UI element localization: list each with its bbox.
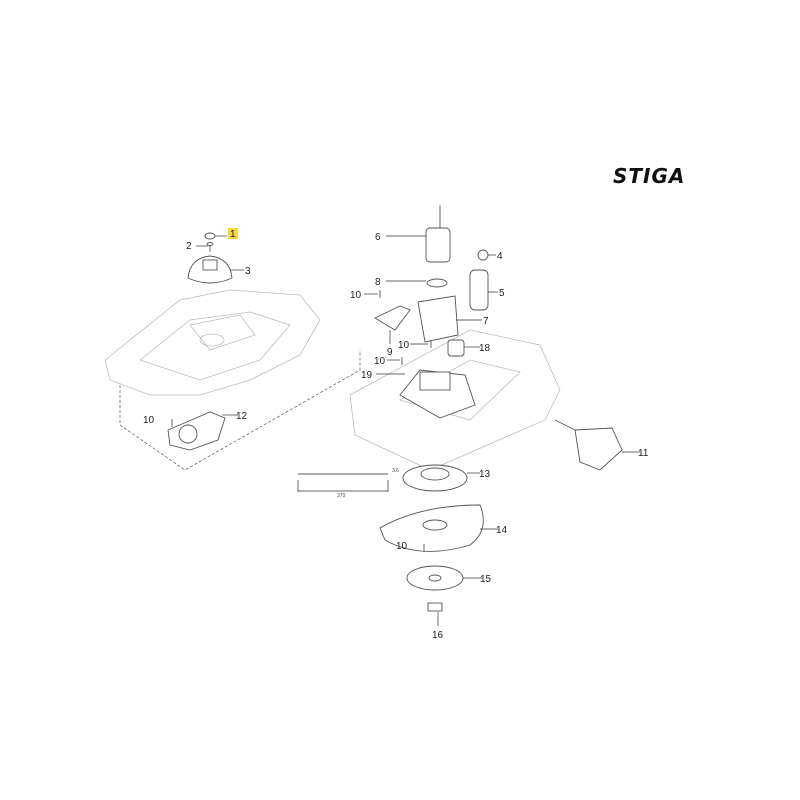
callout-5[interactable]: 5: [499, 288, 505, 299]
callout-11[interactable]: 11: [638, 448, 649, 459]
part-14[interactable]: [379, 504, 484, 552]
callout-3[interactable]: 3: [245, 266, 251, 277]
part-11[interactable]: [554, 419, 623, 471]
callout-9[interactable]: 9: [387, 347, 393, 358]
part-7[interactable]: [417, 295, 459, 343]
part-8[interactable]: [426, 278, 448, 288]
callout-10[interactable]: 10: [396, 541, 408, 552]
part-19[interactable]: [399, 369, 476, 419]
callout-19[interactable]: 19: [361, 370, 373, 381]
part-9[interactable]: [374, 305, 411, 331]
part-13[interactable]: [402, 464, 468, 492]
part-12[interactable]: [167, 411, 226, 451]
highlight-box: [228, 228, 238, 239]
callout-1[interactable]: 1: [230, 229, 236, 240]
screws-10: [171, 290, 432, 552]
callout-10[interactable]: 10: [143, 415, 155, 426]
part-5[interactable]: [469, 269, 489, 311]
part-2[interactable]: [206, 242, 214, 253]
length-dimension: 370: [337, 493, 346, 499]
part-15[interactable]: [406, 565, 464, 591]
callout-10[interactable]: 10: [350, 290, 362, 301]
callout-16[interactable]: 16: [432, 630, 444, 641]
callout-8[interactable]: 8: [375, 277, 381, 288]
part-3[interactable]: [187, 255, 233, 284]
stiga-logo: STIGA: [613, 164, 685, 188]
part-16[interactable]: [427, 602, 443, 612]
part-1[interactable]: [204, 232, 216, 240]
callout-6[interactable]: 6: [375, 232, 381, 243]
width-dimension: 3.6: [392, 468, 399, 474]
callout-4[interactable]: 4: [497, 251, 503, 262]
mower-body-cover: [104, 289, 321, 396]
callout-13[interactable]: 13: [479, 469, 491, 480]
part-18[interactable]: [447, 339, 465, 357]
part-4[interactable]: [477, 249, 489, 261]
callout-10[interactable]: 10: [398, 340, 410, 351]
detail-outline: [119, 350, 361, 471]
leader-lines: [196, 235, 640, 626]
cable-tie[interactable]: 370 3.6: [297, 468, 399, 499]
callout-14[interactable]: 14: [496, 525, 508, 536]
callout-7[interactable]: 7: [483, 316, 489, 327]
callout-2[interactable]: 2: [186, 241, 192, 252]
callout-12[interactable]: 12: [236, 411, 248, 422]
callout-15[interactable]: 15: [480, 574, 492, 585]
callout-10[interactable]: 10: [374, 356, 386, 367]
part-6[interactable]: [425, 205, 451, 263]
callout-18[interactable]: 18: [479, 343, 491, 354]
